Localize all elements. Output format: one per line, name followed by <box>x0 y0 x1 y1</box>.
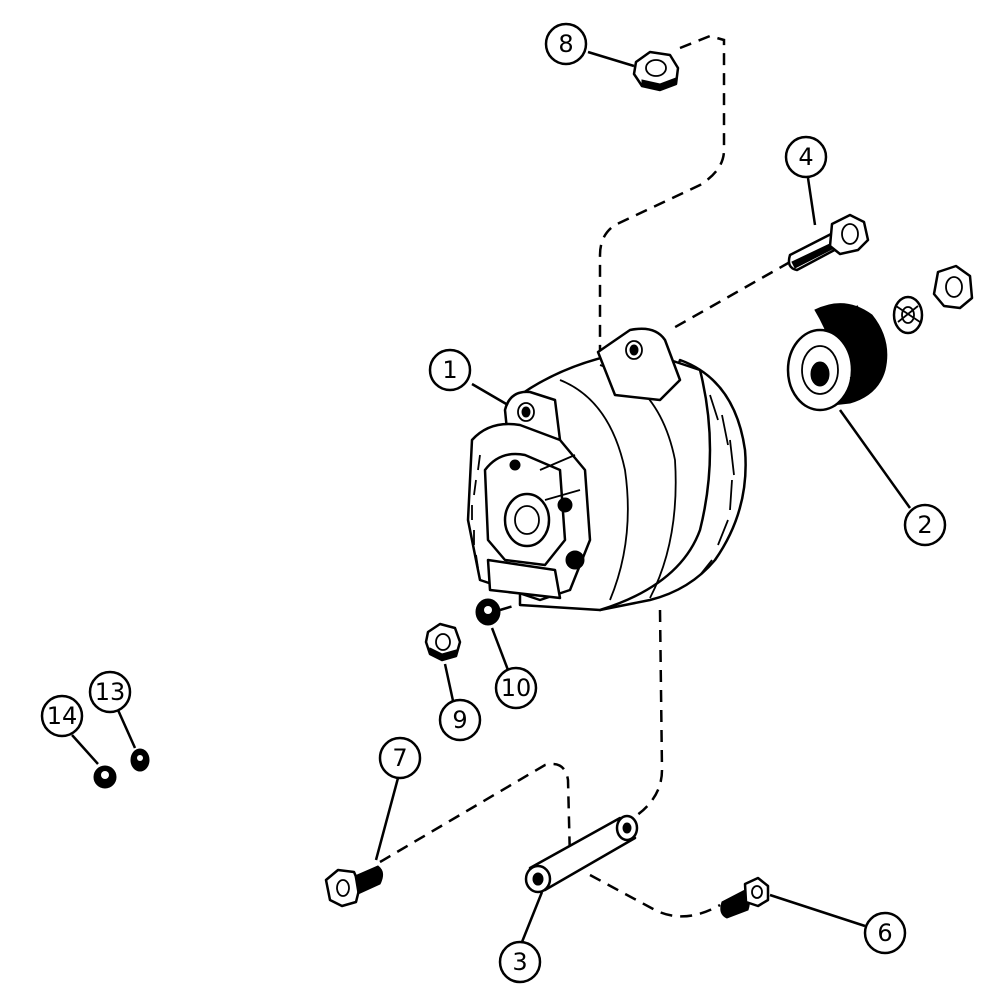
callout-7: 7 <box>378 736 422 780</box>
nut-13 <box>130 748 150 772</box>
callout-label: 9 <box>452 706 467 734</box>
callout-8: 8 <box>544 22 588 66</box>
assembly-line-bolt-4 <box>669 260 791 332</box>
callout-label: 10 <box>501 674 532 702</box>
callout-2: 2 <box>903 503 947 547</box>
callout-1: 1 <box>428 348 472 392</box>
callout-label: 14 <box>47 702 78 730</box>
callout-9: 9 <box>438 698 482 742</box>
assembly-line-bottom <box>629 609 664 822</box>
callout-3: 3 <box>498 940 542 984</box>
leader-13 <box>116 709 137 749</box>
leader-10 <box>490 627 510 671</box>
callout-label: 2 <box>917 511 932 539</box>
assembly-line-nut-8 <box>598 34 726 350</box>
callout-13: 13 <box>88 670 132 714</box>
callout-4: 4 <box>784 135 828 179</box>
callout-label: 6 <box>877 919 892 947</box>
nut-9 <box>424 622 462 662</box>
nut-8 <box>632 50 680 92</box>
bolt-4 <box>787 213 870 272</box>
leader-2 <box>838 409 912 509</box>
assembly-line-bolt-7 <box>379 762 572 864</box>
leader-6 <box>769 893 866 928</box>
nut-14 <box>93 765 117 789</box>
leader-4 <box>806 177 817 226</box>
callout-label: 4 <box>798 143 813 171</box>
pulley-nut <box>932 264 974 310</box>
bolt-6 <box>720 876 770 919</box>
callout-10: 10 <box>494 666 538 710</box>
bolt-7 <box>324 865 384 908</box>
callout-label: 7 <box>392 744 407 772</box>
leader-7 <box>374 777 400 861</box>
callout-label: 13 <box>95 678 126 706</box>
leader-3 <box>520 891 544 943</box>
leader-8 <box>587 50 635 68</box>
callout-label: 1 <box>442 356 457 384</box>
callout-label: 8 <box>558 30 573 58</box>
leader-14 <box>71 734 99 765</box>
alternator-1 <box>466 327 747 612</box>
lock-washer <box>892 295 924 335</box>
assembly-lines <box>379 34 791 918</box>
callout-label: 3 <box>512 948 527 976</box>
callout-14: 14 <box>40 694 84 738</box>
nut-10 <box>475 598 501 626</box>
assembly-line-bolt-6 <box>589 873 721 918</box>
callout-6: 6 <box>863 911 907 955</box>
leader-1 <box>471 382 509 407</box>
spacer-3 <box>524 814 639 894</box>
pulley-2 <box>786 303 888 412</box>
leader-lines <box>71 50 912 943</box>
